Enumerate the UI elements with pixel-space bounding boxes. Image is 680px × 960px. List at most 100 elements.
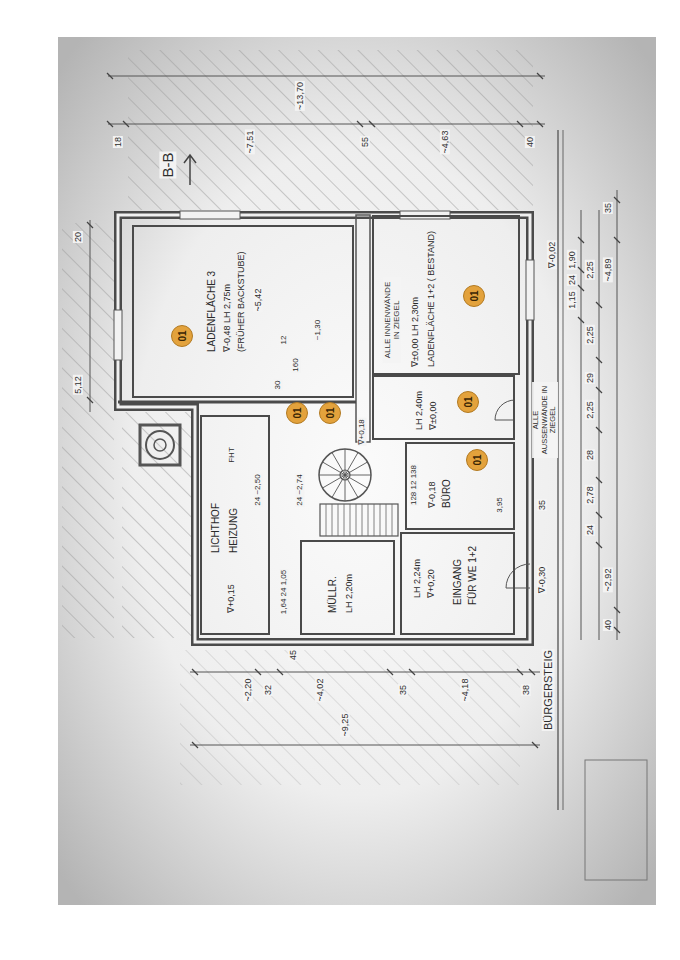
dimension-tick — [192, 669, 198, 675]
street-edge — [563, 130, 564, 810]
dimension-tick — [578, 267, 584, 273]
stair-step — [350, 504, 351, 536]
dimension-label: 24 ~2,50 — [253, 473, 262, 506]
chimney — [154, 439, 166, 451]
dimension-line — [90, 220, 91, 412]
dimension-tick — [596, 302, 602, 308]
room-label: ∇+0,20 — [426, 569, 436, 598]
neighbour-hatch — [62, 223, 114, 638]
dimension-tick — [369, 121, 375, 127]
dimension-label: ~4,18 — [460, 678, 470, 703]
room-label: HEIZUNG — [228, 508, 240, 553]
note-text: ALLE AUSSENWÄNDE IN ZIEGEL — [532, 382, 558, 458]
stair-step — [374, 504, 375, 536]
dimension-tick — [529, 669, 535, 675]
dimension-tick — [596, 542, 602, 548]
dimension-line — [108, 124, 545, 125]
stair-step — [338, 504, 339, 536]
dimension-tick — [596, 512, 602, 518]
room-label: LH 2,24m — [412, 559, 422, 598]
callout-circle: 01 — [319, 402, 341, 424]
dimension-label: 2,25 — [585, 400, 595, 420]
dimension-label: 2,25 — [585, 325, 595, 345]
dimension-label: 35 — [398, 684, 408, 696]
dimension-label: ~5,42 — [253, 288, 263, 313]
chimney — [146, 431, 174, 459]
door-swing — [506, 564, 530, 588]
note-text: FHT — [227, 446, 236, 464]
dimension-tick — [192, 742, 198, 748]
dimension-tick — [614, 237, 620, 243]
dimension-ticks — [87, 73, 620, 748]
dimension-tick — [123, 121, 129, 127]
room-label: ∇-0,48 LH 2,75m — [222, 284, 232, 352]
dimension-label: 1,15 — [567, 290, 577, 310]
street-name: BÜRGERSTEIG — [542, 649, 555, 731]
spiral-stair — [319, 449, 371, 501]
dimension-label: ~4,02 — [315, 678, 325, 703]
door-swing — [495, 400, 515, 420]
room-outline: ∇-0,18BÜRO01 — [405, 442, 515, 530]
neighbour-hatch — [122, 412, 192, 638]
room-label: ∇±0,00 — [428, 402, 438, 430]
dimension-tick — [255, 669, 261, 675]
dimension-tick — [596, 357, 602, 363]
outer-wall — [118, 215, 530, 642]
outer-wall-core — [118, 215, 530, 642]
stair-step — [386, 504, 387, 536]
dimension-tick — [409, 669, 415, 675]
inner-wall — [356, 215, 370, 442]
callout-circle: 01 — [466, 449, 488, 471]
dimension-line — [190, 745, 540, 746]
callout-circle: 01 — [286, 402, 308, 424]
callout-circle: 01 — [171, 325, 193, 347]
room-label: ∇-0,18 — [427, 481, 437, 508]
room-label: LADENFLÄCHE 3 — [206, 271, 218, 352]
dimension-label: 30 — [273, 380, 282, 391]
dimension-tick — [537, 121, 543, 127]
dimension-label: ~4,63 — [440, 130, 450, 155]
stair-step — [344, 504, 345, 536]
stair-outline — [320, 504, 398, 536]
dimension-label: ~7,51 — [245, 130, 255, 155]
level-mark: ∇-0,30 — [537, 566, 547, 595]
dimension-label: ~4,89 — [603, 258, 613, 283]
neighbour-hatch — [128, 50, 533, 210]
dimension-tick — [107, 121, 113, 127]
room-label: ∇+0,15 — [226, 584, 236, 613]
spiral-stair — [319, 449, 371, 501]
dimension-lines — [90, 76, 617, 745]
stair-step — [380, 504, 381, 536]
dimension-label: 160 — [291, 357, 300, 372]
dimension-tick — [614, 607, 620, 613]
room-label: LADENFLÄCHE 1+2 ( BESTAND) — [426, 231, 436, 367]
stair-step — [356, 504, 357, 536]
room-label: EINGANG — [452, 559, 464, 605]
stair-step — [332, 504, 333, 536]
dimension-tick — [578, 285, 584, 291]
dimension-line — [108, 76, 545, 77]
level-mark: ∇-0,02 — [547, 241, 557, 270]
street-edge — [557, 130, 559, 810]
dimension-tick — [537, 73, 543, 79]
room-label: LH 2,20m — [344, 574, 354, 613]
dimension-label: 24 ~2,74 — [295, 473, 304, 506]
dimension-label: 55 — [360, 136, 370, 148]
room-outline: LH 2,24m∇+0,20EINGANGFÜR WE 1+2 — [400, 532, 515, 635]
window — [526, 260, 534, 320]
dimension-tick — [578, 317, 584, 323]
dimension-tick — [277, 669, 283, 675]
stair-step — [368, 504, 369, 536]
dimension-label: 35 — [537, 499, 547, 511]
dimension-tick — [87, 222, 93, 228]
dimension-label: 40 — [525, 136, 535, 148]
room-label: LH 2,40m — [414, 391, 424, 430]
stair-step — [362, 504, 363, 536]
callout-circle: 01 — [463, 285, 485, 307]
dimension-tick — [532, 742, 538, 748]
dimension-label: 18 — [113, 136, 123, 148]
dimension-tick — [614, 197, 620, 203]
dimension-tick — [357, 121, 363, 127]
